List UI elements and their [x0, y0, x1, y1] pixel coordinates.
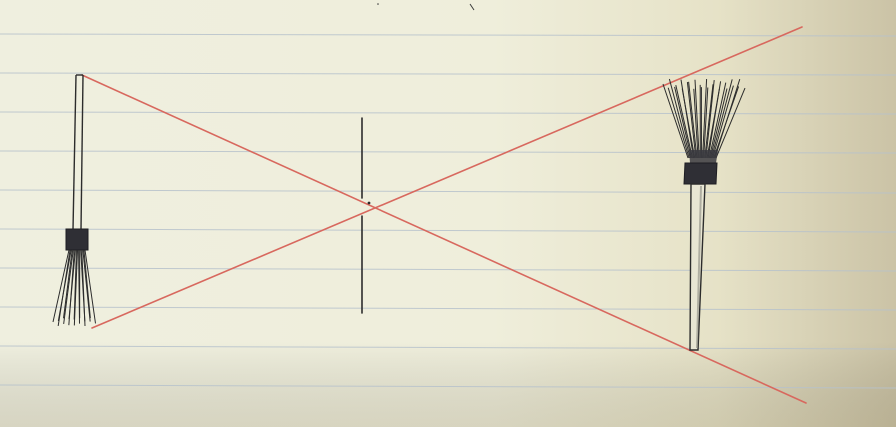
pinhole-dot	[368, 202, 371, 205]
broom-bristle-band	[689, 150, 718, 163]
pen-dot	[377, 3, 379, 5]
broom-binding	[684, 163, 717, 184]
broom-binding	[66, 229, 88, 250]
